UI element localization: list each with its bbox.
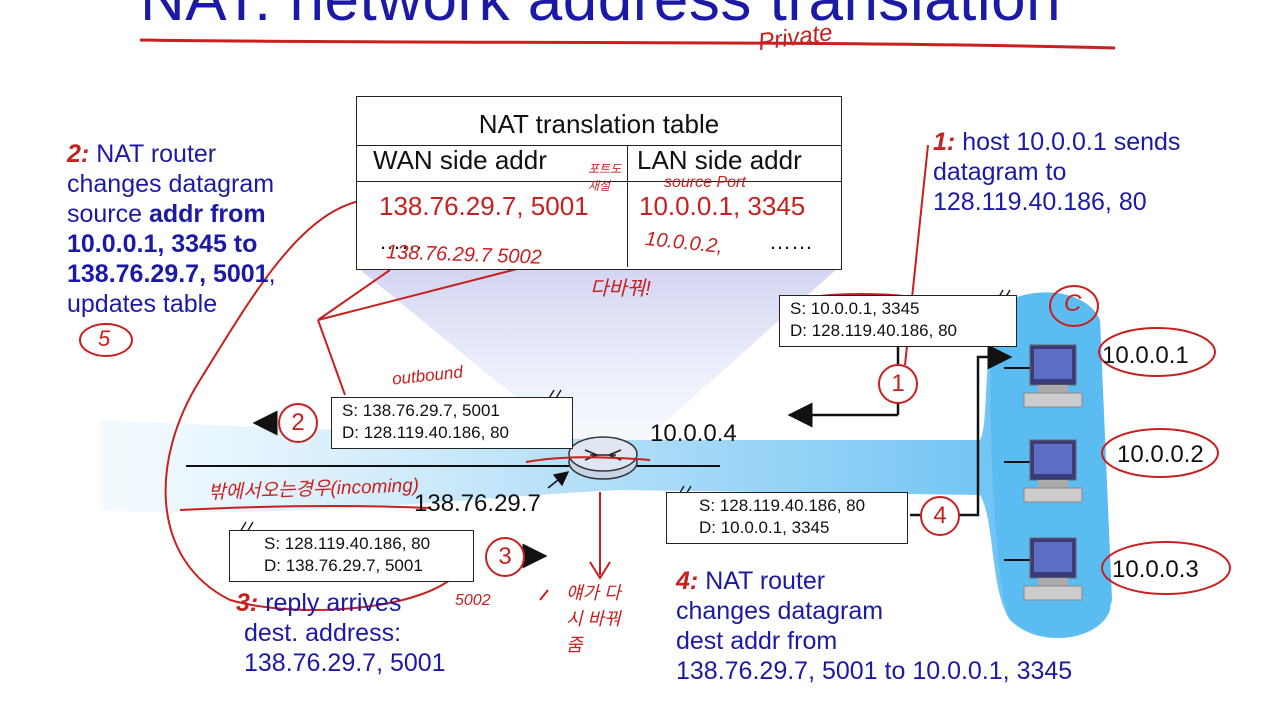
page-title: NAT: network address translation xyxy=(140,0,1061,35)
step-circle-1: 1 xyxy=(878,364,918,404)
packet-2-source: S: 138.76.29.7, 5001 xyxy=(342,401,500,420)
step2-line2: changes datagram xyxy=(67,170,275,198)
ink-five: 5 xyxy=(98,326,111,351)
step3-line1: reply arrives xyxy=(265,589,402,617)
computer-icon-1 xyxy=(1023,344,1083,408)
packet-1-dest: D: 128.119.40.186, 80 xyxy=(790,321,957,340)
step3-line3: 138.76.29.7, 5001 xyxy=(244,649,446,677)
step4-line1: NAT router xyxy=(705,567,826,595)
step4-line3: dest addr from xyxy=(676,627,838,655)
wan-header: WAN side addr xyxy=(373,145,547,175)
packet-3-source: S: 128.119.40.186, 80 xyxy=(264,534,431,553)
step4-num: 4: xyxy=(676,567,699,595)
step2-text: 2: NAT router changes datagram source ad… xyxy=(67,139,276,319)
host-ip-3: 10.0.0.3 xyxy=(1112,556,1199,583)
host-ip-1: 10.0.0.1 xyxy=(1102,342,1189,369)
step2-line1: NAT router xyxy=(96,140,217,168)
table-row-wan-ellipsis: …… xyxy=(379,229,423,254)
nat-translation-table: NAT translation table WAN side addr LAN … xyxy=(356,96,842,270)
step-circle-4: 4 xyxy=(920,496,960,536)
packet-3-dest: D: 138.76.29.7, 5001 xyxy=(264,556,423,575)
step1-text: 1: host 10.0.0.1 sends datagram to 128.1… xyxy=(933,127,1233,217)
ink-port-change: 포트도 재설 xyxy=(588,162,622,193)
step4-text: 4: NAT router changes datagram dest addr… xyxy=(676,566,1072,686)
step3-text: 3: reply arrives dest. address: 138.76.2… xyxy=(236,588,446,678)
step1-num: 1: xyxy=(933,128,956,156)
step4-line4: 138.76.29.7, 5001 to 10.0.0.1, 3345 xyxy=(676,657,1073,685)
router-lan-ip: 10.0.0.4 xyxy=(650,420,737,447)
step2-line3a: source xyxy=(67,200,149,228)
ink-c: C xyxy=(1064,290,1082,317)
packet-4: S: 128.119.40.186, 80 D: 10.0.0.1, 3345 xyxy=(666,492,908,544)
packet-4-dest: D: 10.0.0.1, 3345 xyxy=(699,518,830,537)
computer-icon-3 xyxy=(1023,537,1083,601)
ink-change-back: 얘가 다시 바꿔줌 xyxy=(566,583,621,655)
packet-4-source: S: 128.119.40.186, 80 xyxy=(699,496,866,515)
step2-line6: updates table xyxy=(67,290,218,318)
step4-line2: changes datagram xyxy=(676,597,884,625)
table-title: NAT translation table xyxy=(478,109,720,139)
packet-3: S: 128.119.40.186, 80 D: 138.76.29.7, 50… xyxy=(229,530,474,582)
router-wan-ip: 138.76.29.7 xyxy=(414,490,541,517)
step2-num: 2: xyxy=(67,140,90,168)
packet-2: S: 138.76.29.7, 5001 D: 128.119.40.186, … xyxy=(331,397,573,449)
step2-line3b: addr from xyxy=(148,200,266,228)
step1-body: host 10.0.0.1 sends datagram to 128.119.… xyxy=(933,128,1181,216)
packet-1-source: S: 10.0.0.1, 3345 xyxy=(790,299,920,318)
ink-source-port: source Port xyxy=(664,174,746,191)
ink-p3-port: 5002 xyxy=(455,592,491,609)
packet-2-dest: D: 128.119.40.186, 80 xyxy=(342,423,509,442)
computer-icon-2 xyxy=(1023,439,1083,503)
step2-line4: 10.0.0.1, 3345 to xyxy=(67,230,258,258)
lan-header: LAN side addr xyxy=(637,145,802,175)
packet-1: S: 10.0.0.1, 3345 D: 128.119.40.186, 80 xyxy=(779,295,1017,347)
table-projection-cone xyxy=(358,268,838,458)
step-circle-3: 3 xyxy=(485,537,525,577)
step3-line2: dest. address: xyxy=(244,619,402,647)
router-icon xyxy=(568,436,638,480)
step-circle-2: 2 xyxy=(278,403,318,443)
step2-line5: 138.76.29.7, 5001 xyxy=(67,260,269,288)
table-row-lan-ellipsis: …… xyxy=(769,229,813,254)
step2-line5b: , xyxy=(268,260,276,288)
host-ip-2: 10.0.0.2 xyxy=(1117,441,1204,468)
title-underline xyxy=(139,38,1116,50)
table-row-wan: 138.76.29.7, 5001 xyxy=(379,191,589,221)
step3-num: 3: xyxy=(236,589,259,617)
table-row-lan: 10.0.0.1, 3345 xyxy=(639,191,806,221)
ink-change-all: 다바꿔! xyxy=(590,278,651,300)
